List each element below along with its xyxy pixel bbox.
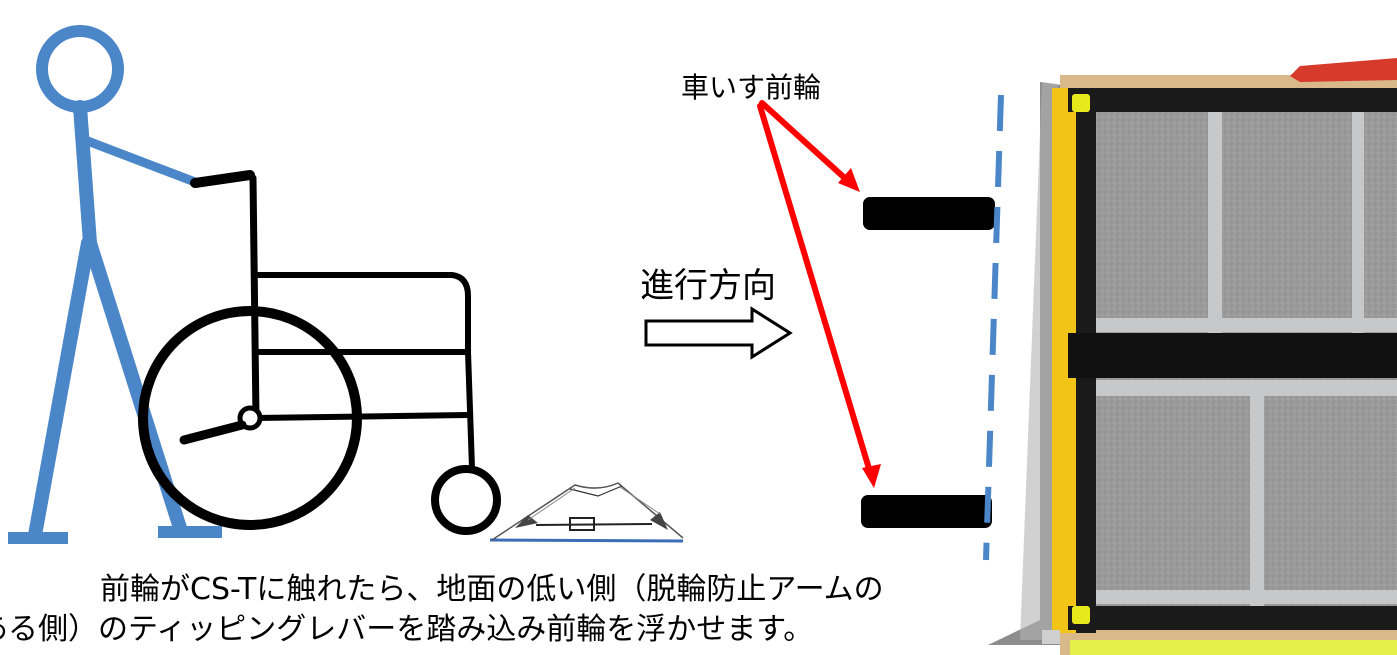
front-wheel-pointer-arrows (757, 100, 881, 488)
ramp-red-tab (1290, 58, 1397, 82)
small-ramp-drawing (489, 482, 684, 543)
ramp-photo (988, 58, 1397, 655)
wheelchair-backrest (249, 174, 260, 422)
wheelchair-front-post (465, 349, 475, 471)
ramp-hinge (1068, 333, 1397, 378)
wheelchair-lower-rail (253, 412, 471, 421)
front-wheel-marker-top (863, 197, 995, 230)
front-wheel-marker-bottom (861, 495, 992, 528)
arrowhead-icon (838, 168, 860, 192)
caregiver-figure (8, 25, 222, 544)
ramp-yellow-bar (1070, 640, 1397, 655)
instruction-caption: 前輪がCS-Tに触れたら、地面の低い側（脱輪防止アームの ある側）のティッピング… (0, 570, 980, 650)
caregiver-left-leg (28, 236, 95, 542)
front-wheel-label: 車いす前輪 (681, 71, 822, 104)
arrowhead-icon (862, 464, 881, 488)
caregiver-head (36, 25, 124, 113)
ground-line (489, 538, 684, 543)
wheelchair-caster (431, 465, 501, 535)
direction-arrow-icon (644, 306, 793, 360)
caregiver-arm (80, 135, 200, 187)
alignment-guide-line (983, 94, 1004, 561)
wheelchair-rear-wheel (138, 306, 362, 530)
ramp-corner-pad (1072, 606, 1090, 624)
wheelchair-handle (190, 170, 255, 188)
caption-line-1: 前輪がCS-Tに触れたら、地面の低い側（脱輪防止アームの (100, 572, 884, 607)
wheelchair (138, 170, 501, 535)
wheelchair-spoke (179, 420, 247, 445)
ramp-corner-pad (1072, 94, 1090, 112)
wheelchair-armrest (255, 272, 471, 355)
direction-label: 進行方向 (640, 266, 776, 306)
caption-line-2: ある側）のティッピングレバーを踏み込み前輪を浮かせます。 (0, 612, 814, 647)
caregiver-body (73, 100, 97, 250)
